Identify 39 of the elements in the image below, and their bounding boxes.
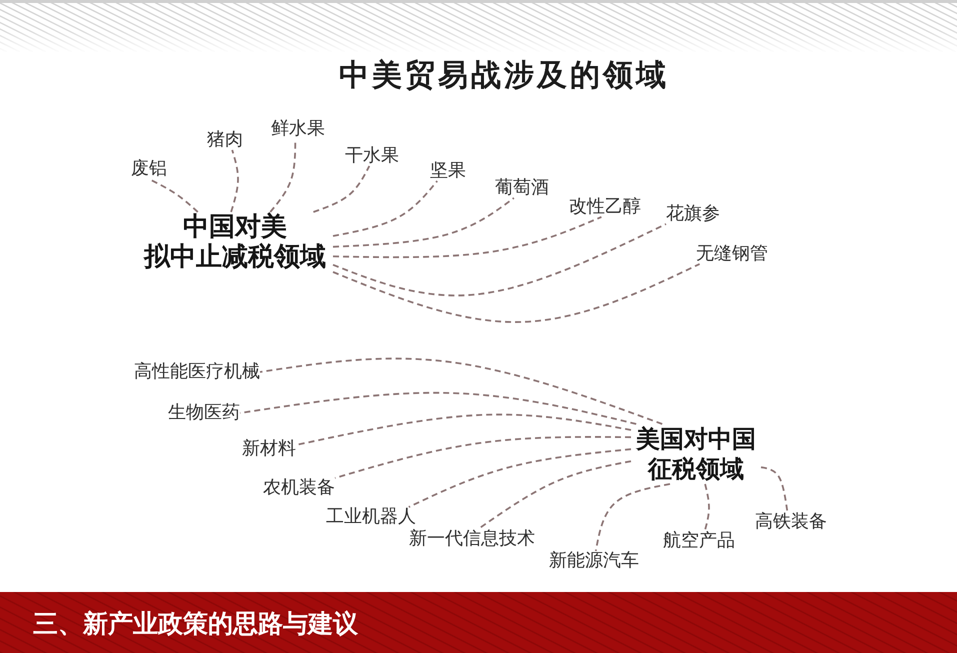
diagram-title: 中美贸易战涉及的领域 <box>339 57 669 95</box>
category-label: 高铁装备 <box>755 512 827 532</box>
dashed-connector <box>760 466 788 512</box>
dashed-connector <box>332 263 700 323</box>
category-label: 葡萄酒 <box>495 178 549 198</box>
dashed-connector <box>230 150 239 212</box>
category-label: 生物医药 <box>168 403 240 423</box>
dashed-connector <box>260 358 662 425</box>
section-heading: 三、新产业政策的思路与建议 <box>33 608 358 640</box>
dashed-connector <box>332 223 666 296</box>
category-label: 新能源汽车 <box>549 551 639 571</box>
category-label: 鲜水果 <box>271 119 325 139</box>
category-label: 新材料 <box>242 439 296 459</box>
hub-label: 中国对美拟中止减税领域 <box>137 212 333 272</box>
category-label: 无缝钢管 <box>696 244 768 264</box>
dashed-connector <box>704 484 710 532</box>
dashed-connector <box>594 483 670 552</box>
dashed-connector <box>408 448 632 508</box>
category-label: 坚果 <box>430 161 466 181</box>
dashed-connector <box>240 392 636 425</box>
dashed-connector <box>296 414 632 446</box>
category-label: 航空产品 <box>663 531 735 551</box>
category-label: 干水果 <box>345 146 399 166</box>
dashed-connector <box>334 436 631 479</box>
category-label: 改性乙醇 <box>569 197 641 217</box>
category-label: 农机装备 <box>263 478 335 498</box>
category-label: 新一代信息技术 <box>409 529 535 549</box>
dashed-connector <box>148 178 198 213</box>
dashed-connector <box>332 180 438 237</box>
dashed-connector <box>313 166 370 213</box>
category-label: 猪肉 <box>207 130 243 150</box>
category-label: 花旗参 <box>666 204 720 224</box>
dashed-connector <box>332 197 514 248</box>
category-label: 高性能医疗机械 <box>134 362 260 382</box>
category-label: 工业机器人 <box>326 507 416 527</box>
category-label: 废铝 <box>131 159 167 179</box>
dashed-connector <box>332 216 602 258</box>
dashed-connector <box>478 460 632 530</box>
hub-label: 美国对中国征税领域 <box>631 424 761 484</box>
